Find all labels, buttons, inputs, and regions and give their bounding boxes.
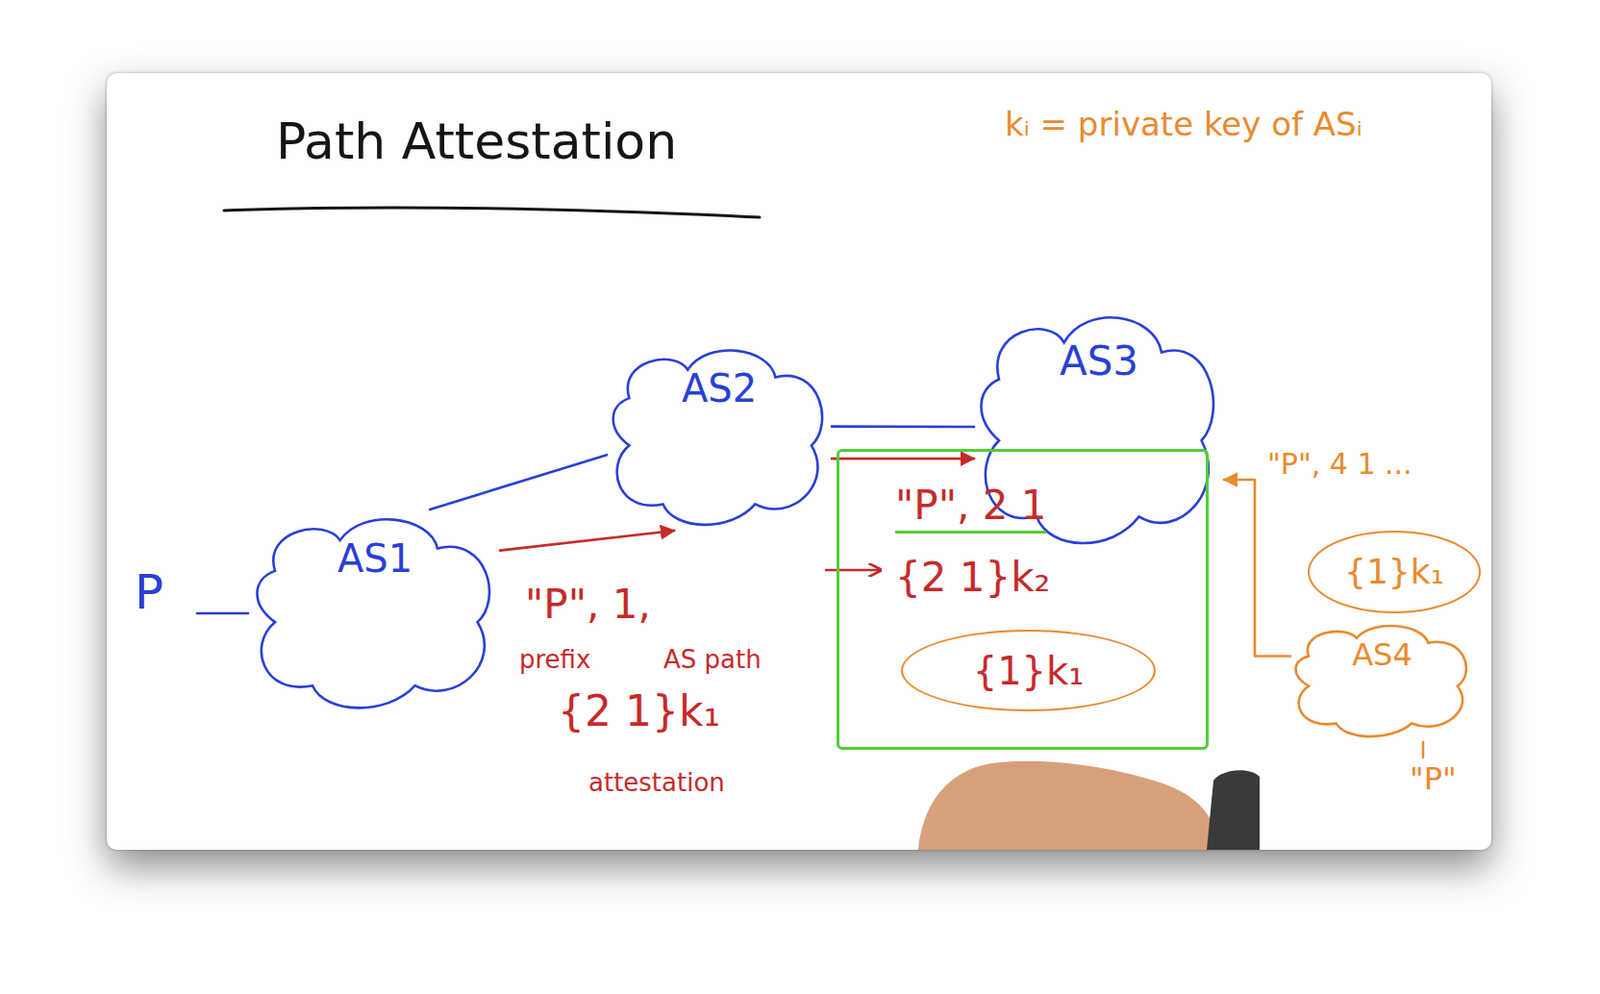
signature-oval: {1}k₁ xyxy=(900,629,1156,712)
note-label: "P", 1, xyxy=(525,581,651,628)
prefix-link xyxy=(1422,742,1425,758)
connector xyxy=(429,454,607,510)
cloud-outline xyxy=(613,350,823,525)
node-text: AS3 xyxy=(1059,338,1139,385)
cloud-outline xyxy=(256,519,489,708)
title: Path Attestation xyxy=(275,113,677,172)
message-box: "P", 2 1 {2 1}k₂ {1}k₁ xyxy=(836,449,1209,750)
note-label: prefix xyxy=(519,646,591,675)
node-text: "P", 2 1 xyxy=(895,482,1047,534)
node-text: AS2 xyxy=(681,366,757,411)
note-label: {2 1}k₁ xyxy=(557,687,721,737)
node-text: {1}k₁ xyxy=(1344,551,1445,592)
title-underline xyxy=(224,207,760,218)
note-label: attestation xyxy=(588,769,725,799)
as-cloud: AS4 xyxy=(1290,620,1475,741)
hand-shape xyxy=(918,761,1222,850)
note-label: AS path xyxy=(663,646,762,675)
node-text: {1}k₁ xyxy=(973,649,1085,694)
hand xyxy=(918,761,1260,850)
note-label: P xyxy=(134,565,164,622)
cloud-outline xyxy=(1295,625,1466,737)
as-cloud: AS1 xyxy=(250,509,500,715)
connector xyxy=(500,530,675,551)
connector xyxy=(1224,479,1291,656)
prefix-link xyxy=(197,612,249,616)
note-label: kᵢ = private key of ASᵢ xyxy=(1004,105,1363,144)
node-text: {2 1}k₂ xyxy=(895,554,1050,601)
node-text: AS1 xyxy=(337,536,413,581)
marker-pen xyxy=(1206,770,1260,850)
signature-oval: {1}k₁ xyxy=(1307,530,1481,614)
node-text: AS4 xyxy=(1351,637,1413,674)
note-label: "P", 4 1 ... xyxy=(1267,448,1413,482)
note-label: "P" xyxy=(1409,761,1457,798)
connector xyxy=(831,425,975,428)
connector xyxy=(831,457,975,461)
pointer-arrow xyxy=(825,569,881,573)
as-cloud: AS2 xyxy=(606,341,832,531)
